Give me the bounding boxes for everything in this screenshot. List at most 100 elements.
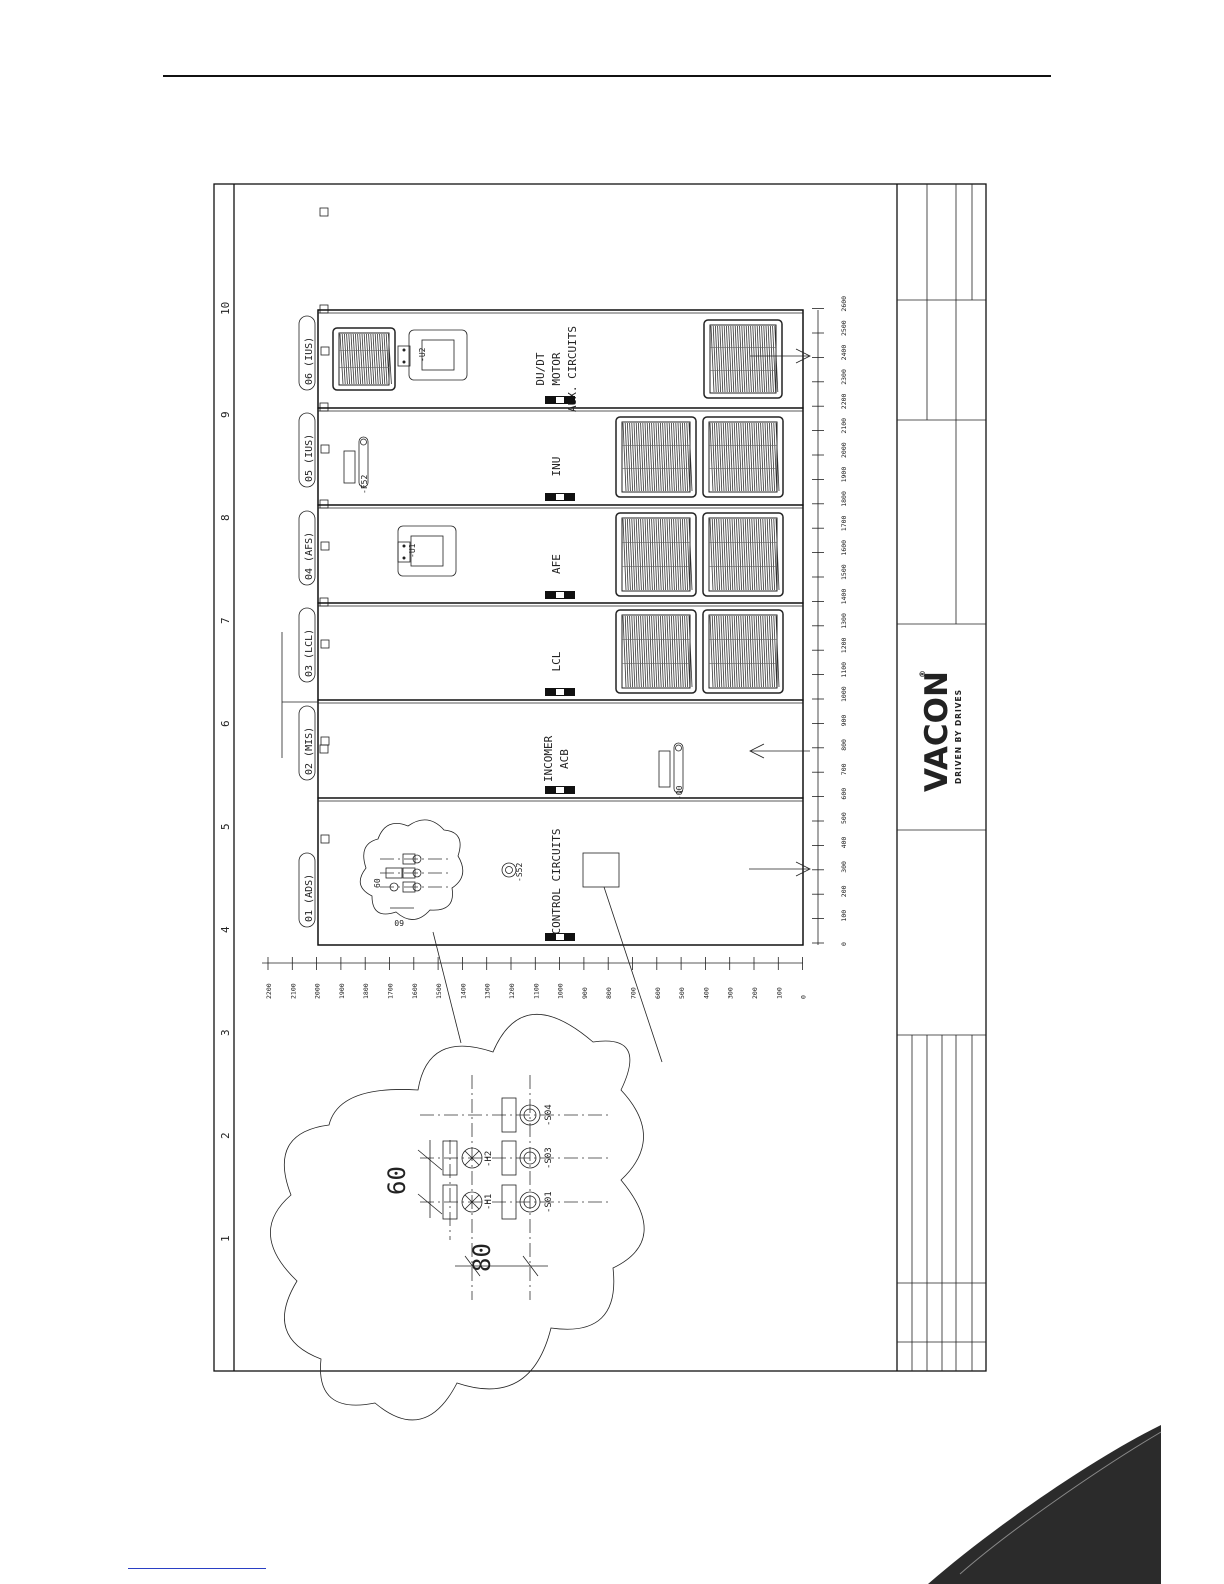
vscale-tick-label: 300 <box>727 987 735 999</box>
hscale-tick-label: 1600 <box>840 540 848 556</box>
cabinet-4: 04 (AFS) AFE <box>298 402 804 604</box>
ventilation-grille <box>703 319 783 399</box>
cabinet-id-bubble <box>298 315 316 391</box>
vscale-tick-label: 600 <box>654 987 662 999</box>
vscale-tick-label: 1700 <box>387 983 395 999</box>
dim-small: 80 <box>468 1243 496 1272</box>
hscale-tick-label: 1900 <box>840 467 848 483</box>
cabinet-id-bubble <box>298 607 316 683</box>
cabinet-id-bubble <box>298 852 316 928</box>
terminal-box-leader <box>603 886 663 1063</box>
dim-large: 60 <box>383 1166 411 1195</box>
cabinet-label: AFE <box>550 554 563 574</box>
cabinet-label: CONTROL CIRCUITS <box>550 829 563 935</box>
u2-label: -U2 <box>418 347 427 362</box>
hscale-tick-label: 900 <box>840 715 848 727</box>
detail-dimensions: 60 80 <box>383 1140 548 1277</box>
hscale-tick-label: 2600 <box>840 296 848 312</box>
vscale-tick-label: 1600 <box>411 983 419 999</box>
hscale-tick-label: 200 <box>840 885 848 897</box>
logo-wordmark: VACON <box>919 671 955 792</box>
hscale-tick-label: 2300 <box>840 369 848 385</box>
detail-s04-label: -S04 <box>544 1104 554 1126</box>
hscale-tick-label: 0 <box>840 942 848 946</box>
incomer-switch-q0: -Q0 <box>658 742 684 800</box>
logo-registered-mark: ® <box>918 670 927 678</box>
control-panel-u1: -U1 <box>397 525 457 577</box>
logo-tagline: DRIVEN BY DRIVES <box>954 689 963 784</box>
cabinet-id-bubble <box>298 705 316 781</box>
vscale-tick-label: 1000 <box>557 983 565 999</box>
vscale-tick-label: 1100 <box>532 983 540 999</box>
hscale-tick-label: 1500 <box>840 564 848 580</box>
vscale-tick-label: 2000 <box>314 983 322 999</box>
title-block <box>896 184 986 1371</box>
ventilation-grille <box>615 609 697 694</box>
zone-label-7: 7 <box>219 617 232 624</box>
hscale-tick-label: 2500 <box>840 320 848 336</box>
hscale-tick-label: 1100 <box>840 662 848 678</box>
cabinet-label: LCL <box>550 651 563 671</box>
ventilation-grille <box>615 512 697 597</box>
vscale-tick-label: 1800 <box>362 983 370 999</box>
hscale-tick-label: 700 <box>840 763 848 775</box>
detail-h1-label: -H1 <box>484 1194 494 1210</box>
footer-link-underline[interactable] <box>128 1568 266 1569</box>
vacon-logo: VACON DRIVEN BY DRIVES ® <box>918 670 963 792</box>
cabinet-id-bubble <box>298 412 316 488</box>
hscale-tick-label: 300 <box>840 861 848 873</box>
detail-cloud-leader <box>432 931 462 1044</box>
vscale-tick-label: 800 <box>605 987 613 999</box>
cabinet-3: 03 (LCL)LCL <box>298 499 804 701</box>
f52-label: -F52 <box>360 475 369 494</box>
inu-switch-f52: -F52 <box>343 436 369 494</box>
hscale-tick-label: 800 <box>840 739 848 751</box>
cabinet-label: INU <box>550 457 563 477</box>
vscale-tick-label: 700 <box>630 987 638 999</box>
cabinet-id-bubble <box>298 510 316 586</box>
vscale-tick-label: 1200 <box>508 983 516 999</box>
horizontal-scale: 0100200300400500600700800900100011001200… <box>812 296 848 946</box>
ventilation-grille <box>332 327 396 391</box>
vscale-tick-label: 400 <box>702 987 710 999</box>
vscale-tick-label: 1900 <box>338 983 346 999</box>
hscale-tick-label: 1000 <box>840 686 848 702</box>
zone-label-8: 8 <box>219 514 232 521</box>
zone-label-4: 4 <box>219 926 232 933</box>
detail-s01-label: -S01 <box>544 1191 554 1213</box>
cabinet-id-label: 02 (MIS) <box>304 727 315 775</box>
ventilation-grille <box>615 416 697 498</box>
vscale-tick-label: 1500 <box>435 983 443 999</box>
ventilation-grille <box>702 512 784 597</box>
u1-label: -U1 <box>408 543 417 558</box>
cabinet-id-label: 01 (ADS) <box>304 874 315 922</box>
hscale-tick-label: 2200 <box>840 393 848 409</box>
vscale-tick-label: 1400 <box>459 983 467 999</box>
vscale-tick-label: 1300 <box>484 983 492 999</box>
vscale-tick-label: 2100 <box>289 983 297 999</box>
cabinet-id-label: 04 (AFS) <box>304 532 315 580</box>
zone-label-5: 5 <box>219 823 232 830</box>
s52-label: -S52 <box>515 863 524 882</box>
hscale-tick-label: 2000 <box>840 442 848 458</box>
corner-swoosh <box>928 1425 1161 1584</box>
mini-dim-a: 60 <box>373 878 382 888</box>
emergency-button-s52: -S52 <box>501 863 524 882</box>
hscale-tick-label: 500 <box>840 812 848 824</box>
detail-cloud-large <box>270 1013 645 1421</box>
detail-lamps: -H2 -H1 <box>442 1140 494 1220</box>
zone-label-3: 3 <box>219 1029 232 1036</box>
devices: -U1 -U2 -F52 -Q0 -S52 <box>281 329 811 1063</box>
ventilation-grille <box>702 416 784 498</box>
hscale-tick-label: 2400 <box>840 345 848 361</box>
cabinet-label: DU/DT <box>534 352 547 385</box>
motor-panel-u2: -U2 <box>397 329 468 381</box>
zone-label-9: 9 <box>219 411 232 418</box>
vscale-tick-label: 900 <box>581 987 589 999</box>
drawing-frame <box>213 183 987 1372</box>
